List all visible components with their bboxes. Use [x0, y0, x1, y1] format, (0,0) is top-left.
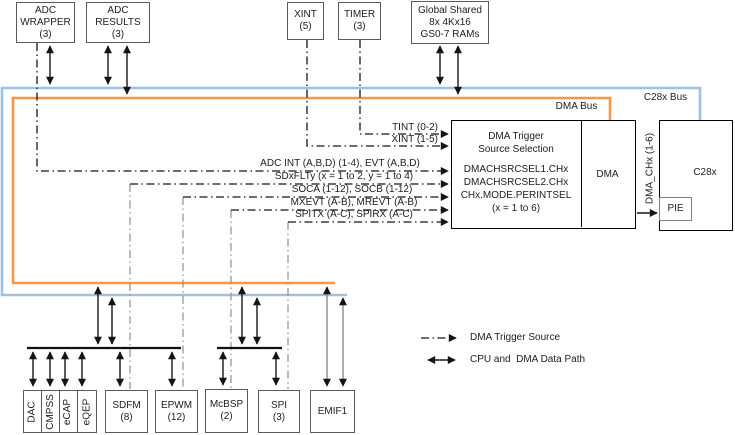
- pie-block: PIE: [659, 197, 692, 221]
- spi-label: SPI (3): [270, 399, 288, 423]
- dma-trigger-selection-registers: DMACHSRCSEL1.CHx DMACHSRCSEL2.CHx CHx.MO…: [460, 164, 572, 214]
- xint-signal-label: XINT (1-5): [391, 134, 439, 145]
- dma-bus-line: [11, 96, 612, 285]
- adc-results-label: ADC RESULTS (3): [95, 4, 141, 40]
- legend-trigger-source-label: DMA Trigger Source: [470, 332, 561, 343]
- timer-label: TIMER (3): [343, 9, 376, 32]
- pie-label: PIE: [667, 203, 684, 214]
- eqep-label: eQEP: [81, 398, 92, 425]
- xint-label: XINT (5): [294, 9, 317, 32]
- emif1-block: EMIF1: [310, 390, 355, 433]
- dma-section-divider: [581, 121, 582, 227]
- legend-data-path-label: CPU and DMA Data Path: [470, 354, 586, 365]
- cmpss-label: CMPSS: [44, 393, 56, 430]
- c28x-label: C28x: [693, 166, 717, 178]
- timer-block: TIMER (3): [338, 2, 381, 40]
- epwm-label: EPWM (12): [160, 399, 193, 423]
- global-shared-ram-label: Global Shared 8x 4Kx16 GS0-7 RAMs: [418, 4, 482, 40]
- cmpss-block: CMPSS: [41, 390, 60, 433]
- ecap-label: eCAP: [62, 398, 74, 425]
- tint-trigger-line: [359, 40, 449, 138]
- dma-chx-label: DMA_CHx (1-6): [644, 132, 656, 205]
- adc-trigger-line: [36, 43, 449, 175]
- epwm-block: EPWM (12): [155, 390, 198, 433]
- mcbsp-block: McBSP (2): [205, 389, 248, 433]
- xint-block: XINT (5): [287, 2, 324, 40]
- adc-wrapper-block: ADC WRAPPER (3): [16, 2, 75, 43]
- spi-block: SPI (3): [258, 390, 300, 433]
- tint-signal-label: TINT (0-2): [392, 122, 438, 133]
- sdfm-block: SDFM (8): [105, 390, 148, 433]
- dma-bus-label: DMA Bus: [555, 101, 598, 112]
- spitx-signal-label: SPITX (A-C), SPIRX (A-C): [295, 209, 413, 220]
- dma-block-label: DMA: [596, 169, 619, 180]
- dma-trigger-selection-title: DMA Trigger Source Selection: [478, 131, 554, 155]
- adc-wrapper-label: ADC WRAPPER (3): [20, 4, 71, 40]
- eqep-block: eQEP: [77, 390, 97, 433]
- emif1-label: EMIF1: [317, 405, 348, 417]
- dac-label: DAC: [26, 400, 38, 423]
- soc-signal-label: SOCA (1-12), SOCB (1-12): [291, 184, 413, 195]
- c28x-bus-label: C28x Bus: [643, 92, 688, 103]
- mxevt-signal-label: MXEVT (A-B), MREVT (A-B): [290, 197, 418, 208]
- dma-trigger-selection-block: DMA Trigger Source Selection DMACHSRCSEL…: [451, 120, 636, 229]
- sdfm-label: SDFM (8): [112, 399, 141, 423]
- adc-int-signal-label: ADC INT (A,B,D) (1-4), EVT (A,B,D): [260, 158, 420, 169]
- sdxflt-signal-label: SDxFLTy (x = 1 to 2, y = 1 to 4): [274, 171, 414, 182]
- xint-trigger-line: [306, 40, 449, 150]
- mcbsp-label: McBSP (2): [209, 399, 244, 422]
- c28x-bus-line: [0, 86, 702, 297]
- ecap-block: eCAP: [59, 390, 78, 433]
- adc-results-block: ADC RESULTS (3): [86, 2, 150, 43]
- dac-block: DAC: [23, 390, 42, 433]
- global-shared-ram-block: Global Shared 8x 4Kx16 GS0-7 RAMs: [411, 1, 489, 44]
